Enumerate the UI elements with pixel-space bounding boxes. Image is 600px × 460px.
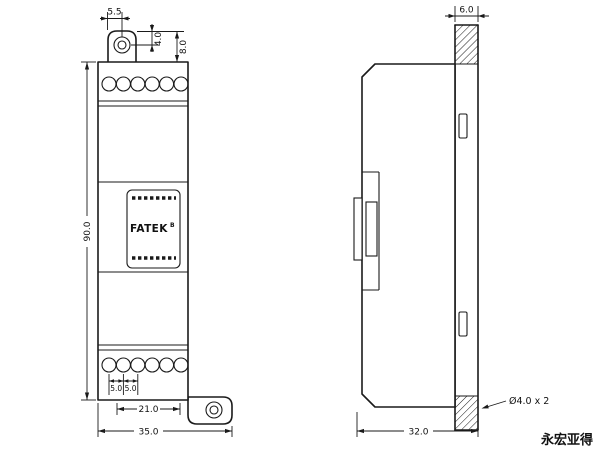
din-clip-channel <box>365 201 378 257</box>
dimension-rail-tab: 6.0 <box>445 6 489 22</box>
dim-text-pitch-b: 5.0 <box>125 384 137 393</box>
nameplate: FATEK B <box>126 189 181 269</box>
body-section-lines <box>98 100 188 351</box>
side-vents <box>458 113 468 337</box>
dim-text-rail-tab: 6.0 <box>459 6 474 16</box>
bottom-mounting-hole-boss <box>205 401 223 419</box>
dimension-ear-height: 8.0 <box>174 31 189 62</box>
din-clip <box>353 171 380 291</box>
bottom-mounting-hole <box>209 405 219 415</box>
dimension-depth: 32.0 <box>356 412 479 437</box>
dim-text-pitch-a: 5.0 <box>110 384 122 393</box>
screw-boss-bottom <box>454 395 479 431</box>
front-view: FATEK B 5.5 4.0 8.0 <box>81 8 233 437</box>
side-body-profile <box>361 63 456 408</box>
nameplate-frame <box>126 189 181 269</box>
screw-boss-top <box>454 24 479 65</box>
terminal-screws-bottom <box>101 357 189 373</box>
dim-text-height: 90.0 <box>83 221 93 241</box>
terminal-screws-top <box>101 76 189 92</box>
dimension-width: 35.0 <box>97 403 233 437</box>
dimension-tab-offset: 5.5 <box>100 8 130 37</box>
dimension-terminal-span: 21.0 <box>116 403 181 415</box>
vent-slot-bottom <box>458 311 468 337</box>
dimension-height: 90.0 <box>81 61 96 401</box>
vent-slot-top <box>458 113 468 139</box>
dim-text-width: 35.0 <box>138 427 158 437</box>
dimension-terminal-pitch: 5.0 5.0 <box>108 374 139 395</box>
dim-text-ear-height: 8.0 <box>179 40 189 55</box>
dim-text-mounting-holes: Ø4.0 x 2 <box>509 396 549 407</box>
callout-mounting-holes: Ø4.0 x 2 <box>481 396 549 409</box>
top-mounting-hole <box>117 40 127 50</box>
brand-label: FATEK <box>130 223 168 235</box>
rail-column <box>454 24 479 431</box>
side-view: 6.0 32.0 Ø4.0 x 2 <box>353 6 549 437</box>
model-marking: B <box>170 222 175 229</box>
dim-text-depth: 32.0 <box>408 427 428 437</box>
din-clip-latch <box>353 197 363 261</box>
dim-text-tab-offset: 5.5 <box>107 8 121 18</box>
dimension-hole-offset: 4.0 <box>131 24 184 52</box>
dim-text-hole-offset: 4.0 <box>154 32 164 47</box>
dim-text-terminal-span: 21.0 <box>138 405 158 415</box>
watermark-text: 永宏亚得 <box>540 432 593 448</box>
